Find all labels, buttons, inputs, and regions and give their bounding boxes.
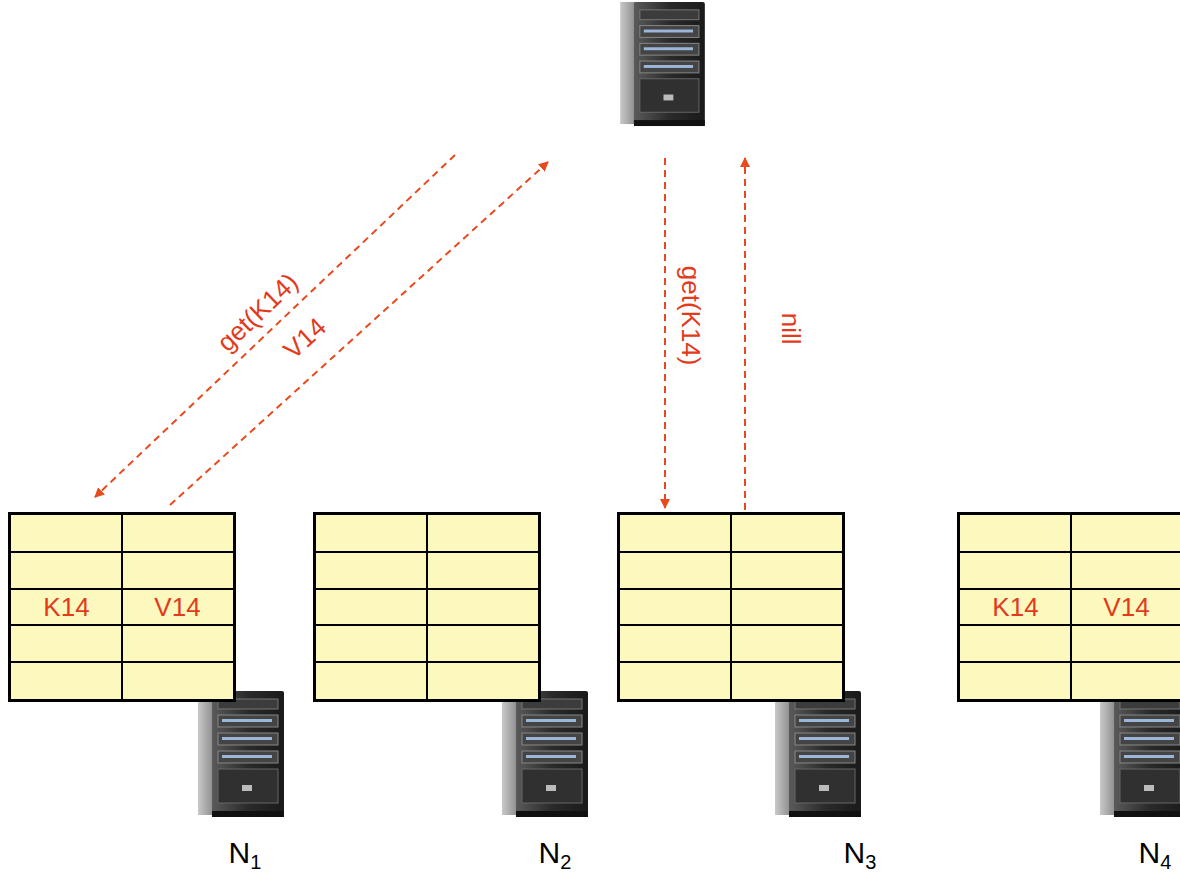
storage-table: K14V14N1 [8,512,236,702]
storage-table: K14V14N4 [957,512,1180,702]
table-value: V14 [1071,589,1180,626]
request-arrow [170,162,548,505]
table-column-line [1070,515,1072,699]
message-label: get(K14) [676,262,703,368]
node-name: N2 [539,838,572,872]
server-icon [1100,691,1180,817]
storage-table: N2 [313,512,541,702]
node-name: N4 [1139,838,1172,872]
storage-table: N3 [617,512,845,702]
message-label: nill [776,309,803,347]
table-column-line [426,515,428,699]
client-server-icon [620,2,705,126]
table-value: V14 [122,589,233,626]
client-server [615,0,710,128]
node-name: N3 [844,838,877,872]
table-column-line [730,515,732,699]
node-name: N1 [229,838,262,872]
request-arrow [664,158,666,508]
server-icon [502,691,588,817]
server-icon [198,691,284,817]
request-arrow [744,158,746,510]
table-key: K14 [11,589,122,626]
server-icon [775,691,861,817]
table-column-line [121,515,123,699]
table-key: K14 [960,589,1071,626]
request-arrow [95,155,455,497]
message-label: V14 [277,311,334,366]
